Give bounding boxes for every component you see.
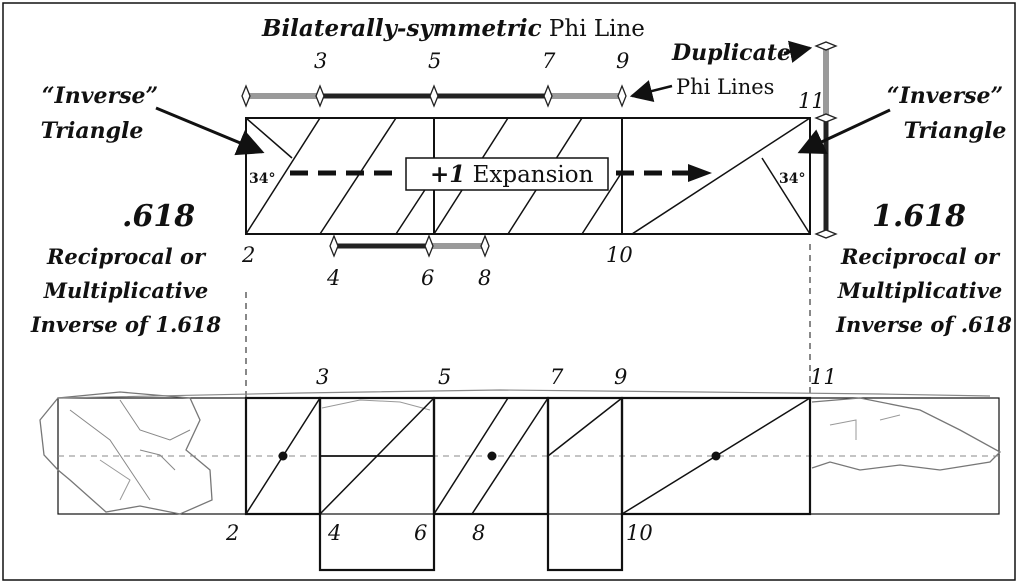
left-value-line1: Reciprocal or bbox=[46, 244, 207, 269]
bottom-diagonal bbox=[471, 397, 549, 515]
inverse-triangle-left-side bbox=[245, 117, 293, 159]
stone-crack bbox=[321, 399, 431, 411]
phi-diamond-marker bbox=[424, 234, 434, 258]
duplicate-label: Duplicate bbox=[671, 40, 791, 66]
stone-crack bbox=[139, 449, 176, 471]
top-label-3: 3 bbox=[314, 49, 327, 73]
top-label-4: 4 bbox=[326, 266, 340, 290]
artifact-sketch bbox=[39, 389, 1002, 515]
left-value-number: .618 bbox=[122, 199, 195, 234]
bottom-diagonal bbox=[433, 397, 509, 515]
stone-top-edge bbox=[57, 389, 991, 399]
phi-diamond-marker bbox=[814, 229, 838, 239]
stone-crack bbox=[99, 459, 131, 501]
phi-diamond-marker bbox=[543, 84, 553, 108]
inverse-triangle-right-line2: Triangle bbox=[904, 118, 1007, 144]
bottom-label-5: 5 bbox=[438, 365, 451, 389]
right-value-line2: Multiplicative bbox=[837, 278, 1002, 303]
phi-lines-label: Phi Lines bbox=[676, 75, 774, 99]
duplicate-arrow bbox=[783, 40, 813, 63]
angle-right: 34° bbox=[779, 171, 805, 187]
bottom-label-9: 9 bbox=[614, 365, 627, 389]
bottom-diagonal bbox=[547, 397, 623, 457]
phi-diamond-marker bbox=[329, 234, 339, 258]
diagram-title: Bilaterally-symmetric Phi Line bbox=[261, 15, 645, 42]
box-7-9 bbox=[546, 396, 624, 572]
top-label-5: 5 bbox=[428, 49, 441, 73]
diagonal-line bbox=[245, 117, 321, 235]
left-value-line3: Inverse of 1.618 bbox=[30, 312, 222, 337]
expansion-label-box bbox=[405, 157, 609, 191]
bottom-label-7: 7 bbox=[550, 365, 564, 389]
stone-fragment-right bbox=[811, 397, 1002, 471]
inverse-triangle-right-side bbox=[761, 157, 811, 235]
top-label-10: 10 bbox=[606, 243, 633, 267]
phi-diamond-marker bbox=[617, 84, 627, 108]
expansion-label: +1 Expansion bbox=[430, 161, 594, 188]
stone-crack bbox=[69, 409, 151, 501]
inverse-triangle-left-line2: Triangle bbox=[41, 118, 144, 144]
angle-left: 34° bbox=[249, 171, 275, 187]
bottom-label-8: 8 bbox=[472, 521, 485, 545]
lower-phi-line bbox=[329, 234, 490, 258]
stone-fragment-left bbox=[39, 391, 213, 515]
top-label-8: 8 bbox=[478, 266, 491, 290]
diagonal-line bbox=[581, 171, 623, 235]
bottom-diagonal bbox=[319, 397, 435, 515]
artifact-outline-rect bbox=[57, 397, 1000, 515]
bottom-label-11: 11 bbox=[810, 365, 837, 389]
phi-diamond-marker bbox=[814, 41, 838, 51]
center-dot bbox=[278, 451, 288, 461]
top-label-7: 7 bbox=[542, 49, 556, 73]
bottom-label-2: 2 bbox=[225, 521, 239, 545]
expansion-arrow-head bbox=[688, 164, 712, 182]
phi-diamond-marker bbox=[429, 84, 439, 108]
right-value-line3: Inverse of .618 bbox=[835, 312, 1012, 337]
diagonal-line bbox=[319, 117, 397, 235]
bottom-label-6: 6 bbox=[414, 521, 427, 545]
phi-diamond-marker bbox=[241, 84, 251, 108]
stone-crack bbox=[119, 399, 191, 441]
phi-diamond-marker bbox=[315, 84, 325, 108]
top-phi-line bbox=[241, 84, 627, 108]
top-label-11: 11 bbox=[798, 89, 825, 113]
box-9-11 bbox=[620, 396, 812, 516]
bottom-label-3: 3 bbox=[316, 365, 329, 389]
phi-diamond-marker bbox=[814, 113, 838, 123]
inverse-triangle-right-line1: “Inverse” bbox=[887, 83, 1003, 109]
inverse-triangle-left-arrow bbox=[155, 106, 265, 156]
left-value-line2: Multiplicative bbox=[43, 278, 208, 303]
bottom-boxes bbox=[244, 396, 812, 572]
right-value-line1: Reciprocal or bbox=[840, 244, 1001, 269]
diagonal-line bbox=[631, 117, 811, 235]
stone-crack bbox=[829, 419, 857, 440]
top-label-6: 6 bbox=[421, 266, 434, 290]
inverse-triangle-right-arrow bbox=[797, 108, 891, 154]
right-value-number: 1.618 bbox=[872, 199, 966, 234]
bottom-label-4: 4 bbox=[327, 521, 341, 545]
phi-diamond-marker bbox=[480, 234, 490, 258]
center-dot bbox=[487, 451, 497, 461]
inverse-triangle-left-line1: “Inverse” bbox=[42, 83, 158, 109]
center-dot bbox=[711, 451, 721, 461]
phi-lines-arrow bbox=[629, 80, 673, 103]
stone-crack bbox=[879, 414, 901, 421]
top-label-2: 2 bbox=[241, 243, 255, 267]
bottom-label-10: 10 bbox=[626, 521, 653, 545]
top-label-9: 9 bbox=[616, 49, 629, 73]
